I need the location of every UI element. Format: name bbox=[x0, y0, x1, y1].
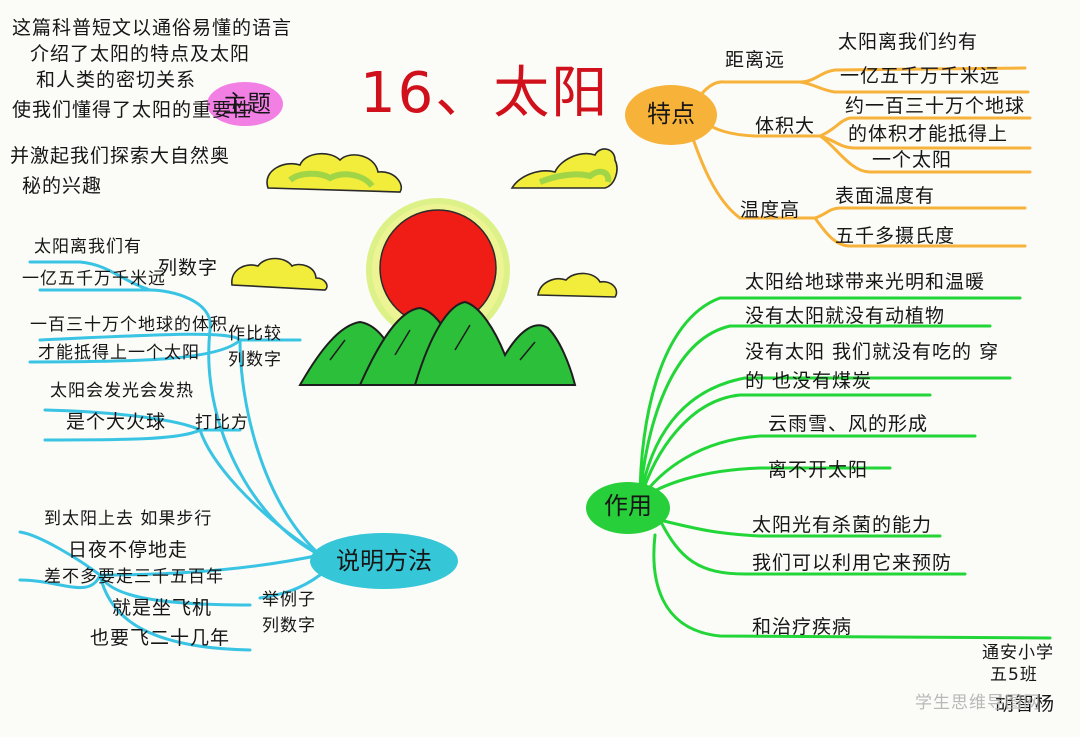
feature-volume-text: 一个太阳 bbox=[872, 149, 953, 171]
theme-line: 和人类的密切关系 bbox=[36, 69, 197, 91]
methods-node-label: 说明方法 bbox=[336, 547, 432, 575]
method-example-text: 日夜不停地走 bbox=[68, 539, 189, 561]
method-example-text: 就是坐飞机 bbox=[112, 597, 213, 619]
function-item: 没有太阳就没有动植物 bbox=[745, 305, 946, 327]
method-example-text: 太阳离我们有 bbox=[34, 237, 142, 257]
method-example-text: 一亿五千万千米远 bbox=[22, 269, 166, 289]
feature-volume-text: 的体积才能抵得上 bbox=[848, 123, 1009, 145]
method-type-label: 作比较 列数字 bbox=[228, 324, 282, 370]
function-item: 云雨雪、风的形成 bbox=[768, 413, 929, 435]
feature-distance-text: 一亿五千万千米远 bbox=[840, 65, 1001, 87]
feature-distance-label: 距离远 bbox=[725, 49, 786, 71]
theme-bubble bbox=[207, 82, 283, 126]
feature-temperature-label: 温度高 bbox=[740, 199, 801, 221]
method-type-label: 列数字 bbox=[158, 257, 219, 279]
method-type-label: 打比方 bbox=[195, 413, 249, 433]
author-name: 胡智杨 bbox=[995, 693, 1056, 715]
feature-temperature-text: 表面温度有 bbox=[835, 185, 936, 207]
theme-line: 并激起我们探索大自然奥 bbox=[10, 145, 231, 167]
feature-temperature-text: 五千多摄氏度 bbox=[835, 225, 956, 247]
cloud-illustration bbox=[510, 148, 618, 189]
functions-branches bbox=[638, 296, 1052, 640]
methods-branches bbox=[18, 260, 322, 652]
theme-line: 这篇科普短文以通俗易懂的语言 bbox=[12, 17, 293, 39]
function-item: 太阳光有杀菌的能力 bbox=[752, 514, 933, 536]
author-class: 五5班 bbox=[990, 665, 1038, 685]
feature-volume-label: 体积大 bbox=[755, 115, 816, 137]
method-example-text: 才能抵得上一个太阳 bbox=[38, 343, 200, 363]
function-item: 和治疗疾病 bbox=[752, 616, 853, 638]
theme-line: 使我们懂得了太阳的重要性 bbox=[12, 99, 253, 121]
functions-node-label: 作用 bbox=[604, 492, 652, 520]
method-example-text: 差不多要走三千五百年 bbox=[44, 567, 224, 587]
methods-bubble bbox=[310, 533, 458, 589]
cloud-illustration bbox=[231, 257, 328, 291]
function-item: 没有太阳 我们就没有吃的 穿的 也没有煤炭 bbox=[745, 341, 1000, 393]
method-example-text: 也要飞二十几年 bbox=[90, 627, 231, 649]
method-example-text: 一百三十万个地球的体积 bbox=[30, 315, 228, 335]
cloud-illustration bbox=[537, 272, 618, 298]
watermark: 学生思维导图网 bbox=[915, 693, 1041, 713]
method-example-text: 到太阳上去 如果步行 bbox=[44, 509, 213, 529]
sun-illustration bbox=[366, 198, 510, 342]
feature-distance-text: 太阳离我们约有 bbox=[838, 31, 979, 53]
method-example-text: 是个大火球 bbox=[66, 411, 167, 433]
author-school: 通安小学 bbox=[982, 643, 1054, 663]
mountain-illustration bbox=[298, 300, 577, 386]
function-item: 太阳给地球带来光明和温暖 bbox=[745, 271, 986, 293]
functions-bubble bbox=[586, 482, 670, 534]
function-item: 离不开太阳 bbox=[768, 459, 869, 481]
method-example-text: 太阳会发光会发热 bbox=[50, 381, 194, 401]
function-item: 我们可以利用它来预防 bbox=[752, 552, 953, 574]
features-node-label: 特点 bbox=[647, 100, 695, 128]
theme-line: 介绍了太阳的特点及太阳 bbox=[30, 43, 251, 65]
cloud-illustration bbox=[266, 152, 402, 193]
page-title: 16、太阳 bbox=[360, 61, 610, 126]
feature-volume-text: 约一百三十万个地球 bbox=[845, 95, 1026, 117]
features-branches bbox=[688, 66, 1032, 248]
theme-line: 秘的兴趣 bbox=[22, 175, 103, 197]
features-bubble bbox=[625, 85, 717, 145]
method-type-label: 举例子 列数字 bbox=[262, 590, 316, 636]
theme-node-label: 主题 bbox=[223, 90, 271, 118]
